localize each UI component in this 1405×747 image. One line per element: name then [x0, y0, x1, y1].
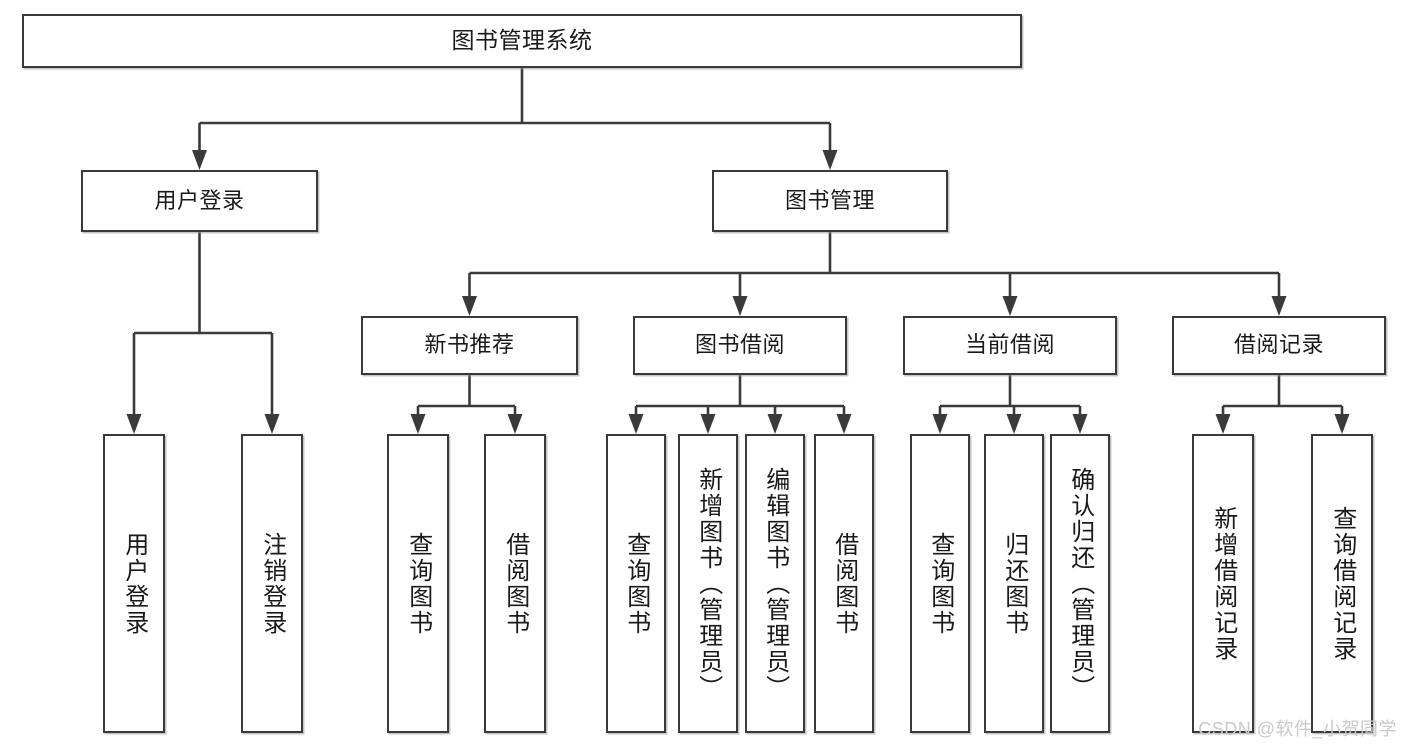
- node-leaf-user-login: 用户登录: [103, 434, 165, 733]
- node-root: 图书管理系统: [22, 14, 1022, 68]
- node-label-current-borrow: 当前借阅: [964, 332, 1055, 358]
- edge-arrowhead-leaf-add-book: [700, 414, 716, 434]
- node-label-leaf-edit-book: 编辑图书（管理员）: [761, 466, 789, 701]
- node-label-leaf-user-login: 用户登录: [120, 531, 148, 636]
- node-leaf-query-record: 查询借阅记录: [1311, 434, 1373, 733]
- node-leaf-query-book-2: 查询图书: [606, 434, 666, 733]
- node-label-book-borrow: 图书借阅: [694, 332, 785, 358]
- edge-arrowhead-leaf-return-book: [1006, 414, 1022, 434]
- node-leaf-return-book: 归还图书: [984, 434, 1044, 733]
- node-label-leaf-borrow-book-1: 借阅图书: [501, 531, 529, 636]
- node-label-leaf-user-logout: 注销登录: [258, 531, 286, 636]
- node-label-leaf-query-book-2: 查询图书: [622, 531, 650, 636]
- node-label-leaf-return-book: 归还图书: [1000, 531, 1028, 636]
- node-label-user-login: 用户登录: [154, 187, 245, 213]
- edge-arrowhead-leaf-query-book-2: [628, 414, 644, 434]
- edge-arrowhead-user-login: [192, 150, 207, 170]
- edge-arrowhead-leaf-confirm-return: [1072, 414, 1088, 434]
- node-label-leaf-add-book: 新增图书（管理员）: [694, 466, 722, 701]
- node-label-root: 图书管理系统: [451, 27, 593, 54]
- node-label-leaf-query-record: 查询借阅记录: [1328, 505, 1356, 662]
- node-user-login: 用户登录: [81, 170, 318, 232]
- node-leaf-confirm-return: 确认归还（管理员）: [1050, 434, 1110, 733]
- node-leaf-borrow-book-1: 借阅图书: [484, 434, 546, 733]
- edge-arrowhead-borrow-record: [1271, 296, 1287, 316]
- node-leaf-edit-book: 编辑图书（管理员）: [745, 434, 805, 733]
- node-leaf-borrow-book-2: 借阅图书: [814, 434, 874, 733]
- watermark: CSDN @软件_小贺同学: [1198, 719, 1397, 739]
- edge-arrowhead-leaf-add-record: [1215, 414, 1231, 434]
- node-leaf-query-book-3: 查询图书: [910, 434, 970, 733]
- node-leaf-query-book-1: 查询图书: [387, 434, 449, 733]
- node-new-book-rec: 新书推荐: [361, 316, 578, 375]
- node-label-leaf-query-book-3: 查询图书: [926, 531, 954, 636]
- edge-arrowhead-new-book-rec: [462, 296, 477, 316]
- node-leaf-add-record: 新增借阅记录: [1192, 434, 1254, 733]
- edge-arrowhead-current-borrow: [1002, 296, 1018, 316]
- edge-arrowhead-leaf-query-book-3: [932, 414, 948, 434]
- node-label-leaf-confirm-return: 确认归还（管理员）: [1066, 466, 1094, 701]
- edge-arrowhead-leaf-query-record: [1334, 414, 1350, 434]
- node-book-manage: 图书管理: [712, 170, 948, 232]
- edge-arrowhead-leaf-borrow-book-1: [507, 414, 523, 434]
- edge-arrowhead-leaf-user-logout: [264, 414, 280, 434]
- node-label-new-book-rec: 新书推荐: [424, 332, 515, 358]
- edge-arrowhead-leaf-user-login: [126, 414, 142, 434]
- edge-arrowhead-book-borrow: [732, 296, 748, 316]
- node-label-book-manage: 图书管理: [784, 187, 875, 213]
- node-label-leaf-query-book-1: 查询图书: [404, 531, 432, 636]
- edge-arrowhead-leaf-borrow-book-2: [836, 414, 852, 434]
- node-label-borrow-record: 借阅记录: [1233, 332, 1324, 358]
- node-label-leaf-add-record: 新增借阅记录: [1209, 505, 1237, 662]
- edge-arrowhead-leaf-edit-book: [767, 414, 783, 434]
- node-current-borrow: 当前借阅: [903, 316, 1117, 375]
- node-leaf-add-book: 新增图书（管理员）: [678, 434, 738, 733]
- node-borrow-record: 借阅记录: [1172, 316, 1386, 375]
- node-label-leaf-borrow-book-2: 借阅图书: [830, 531, 858, 636]
- edge-arrowhead-book-manage: [822, 150, 838, 170]
- node-leaf-user-logout: 注销登录: [241, 434, 303, 733]
- edge-arrowhead-leaf-query-book-1: [410, 414, 426, 434]
- node-book-borrow: 图书借阅: [633, 316, 847, 375]
